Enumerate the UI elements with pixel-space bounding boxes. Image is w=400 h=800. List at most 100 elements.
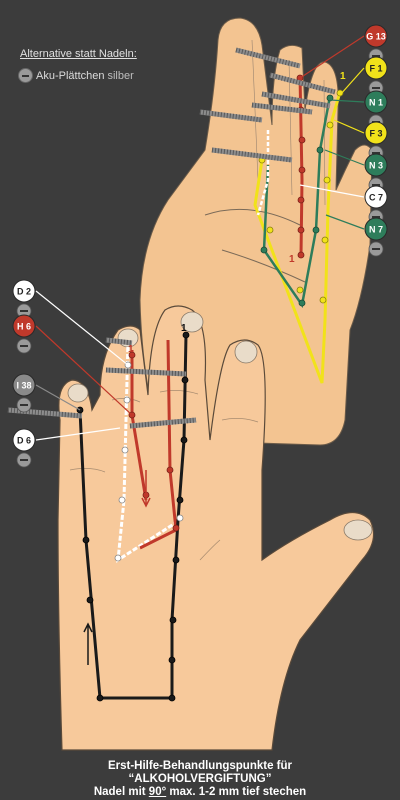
point-label-d2: D 2 (12, 279, 36, 319)
leader-line (35, 290, 129, 366)
meridian-point (296, 286, 304, 294)
meridian-point (266, 226, 274, 234)
needle-hatch (269, 72, 336, 95)
plate-minus-icon (372, 87, 380, 89)
meridian-point (312, 226, 320, 234)
point-badge (364, 90, 388, 114)
meridian-point (82, 536, 90, 544)
point-badge (12, 373, 36, 397)
needle-hatch (251, 102, 313, 115)
point-id: G 13 (366, 32, 386, 42)
thumb-nail (343, 519, 373, 541)
caption-line-3: Nadel mit 90° max. 1-2 mm tief stechen (93, 786, 307, 798)
leader-line (329, 99, 365, 103)
meridian-point (169, 616, 177, 624)
meridian-point (298, 166, 306, 174)
leader-line (339, 67, 365, 96)
point-label-f1: F 1 (364, 56, 388, 96)
meridian-point (96, 694, 104, 702)
marker-lower-red: 1 (128, 344, 134, 355)
point-badge (364, 217, 388, 241)
meridian-point (128, 351, 136, 359)
legend-title: Alternative statt Nadeln: (20, 48, 137, 60)
point-id: C 7 (369, 193, 383, 203)
point-label-h6: H 6 (12, 314, 36, 354)
marker-upper-red: 1 (289, 254, 295, 265)
point-id: I 38 (16, 381, 31, 391)
meridian-point (297, 196, 305, 204)
plate-minus-icon (372, 184, 380, 186)
point-id: N 3 (369, 161, 383, 171)
meridian-point (316, 146, 324, 154)
meridian-point (298, 299, 306, 307)
needle (211, 147, 293, 163)
meridian-green (262, 95, 332, 309)
arrow-black-up (83, 622, 93, 665)
meridian-point (297, 251, 305, 259)
lower-hand (57, 305, 375, 751)
ring-nail (180, 311, 204, 333)
point-id: N 7 (369, 225, 383, 235)
plate-minus-icon (20, 459, 28, 461)
leader-line (333, 119, 365, 134)
point-badge (364, 153, 388, 177)
plate-minus-icon (372, 55, 380, 57)
meridian-point (180, 436, 188, 444)
point-label-n7: N 7 (364, 217, 388, 257)
marker-upper-yellow: 1 (340, 71, 346, 82)
needle (199, 109, 263, 123)
point-id: F 3 (369, 129, 382, 139)
point-badge (12, 428, 36, 452)
leader-line (35, 325, 133, 416)
lower-point-labels: D 2 H 6 I 38 D 6 (12, 279, 36, 468)
meridian-point (326, 121, 334, 129)
meridian-white-lower (116, 339, 181, 563)
meridian-point (114, 554, 122, 562)
needles (7, 47, 336, 429)
point-badge (364, 56, 388, 80)
needle-hatch (261, 91, 331, 109)
meridian-point (336, 89, 344, 97)
upper-palm-crease (204, 208, 306, 283)
point-id: H 6 (17, 322, 31, 332)
arrow-red-down (141, 470, 151, 508)
leader-line (35, 427, 121, 441)
caption-line-2: “ALKOHOLVERGIFTUNG” (128, 773, 272, 785)
meridian-point (323, 176, 331, 184)
leader-line (299, 184, 365, 198)
marker-lower-black: 1 (181, 323, 187, 334)
plate-minus-icon (372, 152, 380, 154)
leader-line (35, 384, 81, 411)
meridian-point (168, 694, 176, 702)
plate-minus-icon (372, 216, 380, 218)
meridian-point (182, 331, 190, 339)
meridian-white-upper (256, 130, 270, 216)
legend-plate-row: Aku-Plättchen silber (18, 68, 134, 83)
meridian-point (297, 226, 305, 234)
legend-plate-label: Aku-Plättchen (36, 69, 105, 82)
point-badge (12, 314, 36, 338)
meridian-point (172, 524, 180, 532)
meridian-point (321, 236, 329, 244)
point-id: D 2 (17, 287, 31, 297)
plate-minus-icon (372, 248, 380, 250)
meridian-point (176, 514, 184, 522)
leader-line (324, 149, 365, 166)
plate-icon (18, 68, 33, 83)
needle-hatch (105, 367, 187, 377)
meridian-point (168, 656, 176, 664)
meridian-point (166, 466, 174, 474)
upper-point-labels: G 13F 1N 1F 3N 3C 7N 7 (364, 24, 388, 257)
meridian-point (176, 496, 184, 504)
point-badge (364, 121, 388, 145)
plate-minus-icon (20, 310, 28, 312)
meridian-point (319, 296, 327, 304)
point-id: D 6 (17, 436, 31, 446)
little-nail (234, 340, 258, 364)
meridian-point (181, 376, 189, 384)
meridian-point (121, 446, 129, 454)
needle-hatch (129, 417, 197, 429)
meridian-yellow (253, 91, 342, 384)
index-nail (67, 383, 89, 403)
